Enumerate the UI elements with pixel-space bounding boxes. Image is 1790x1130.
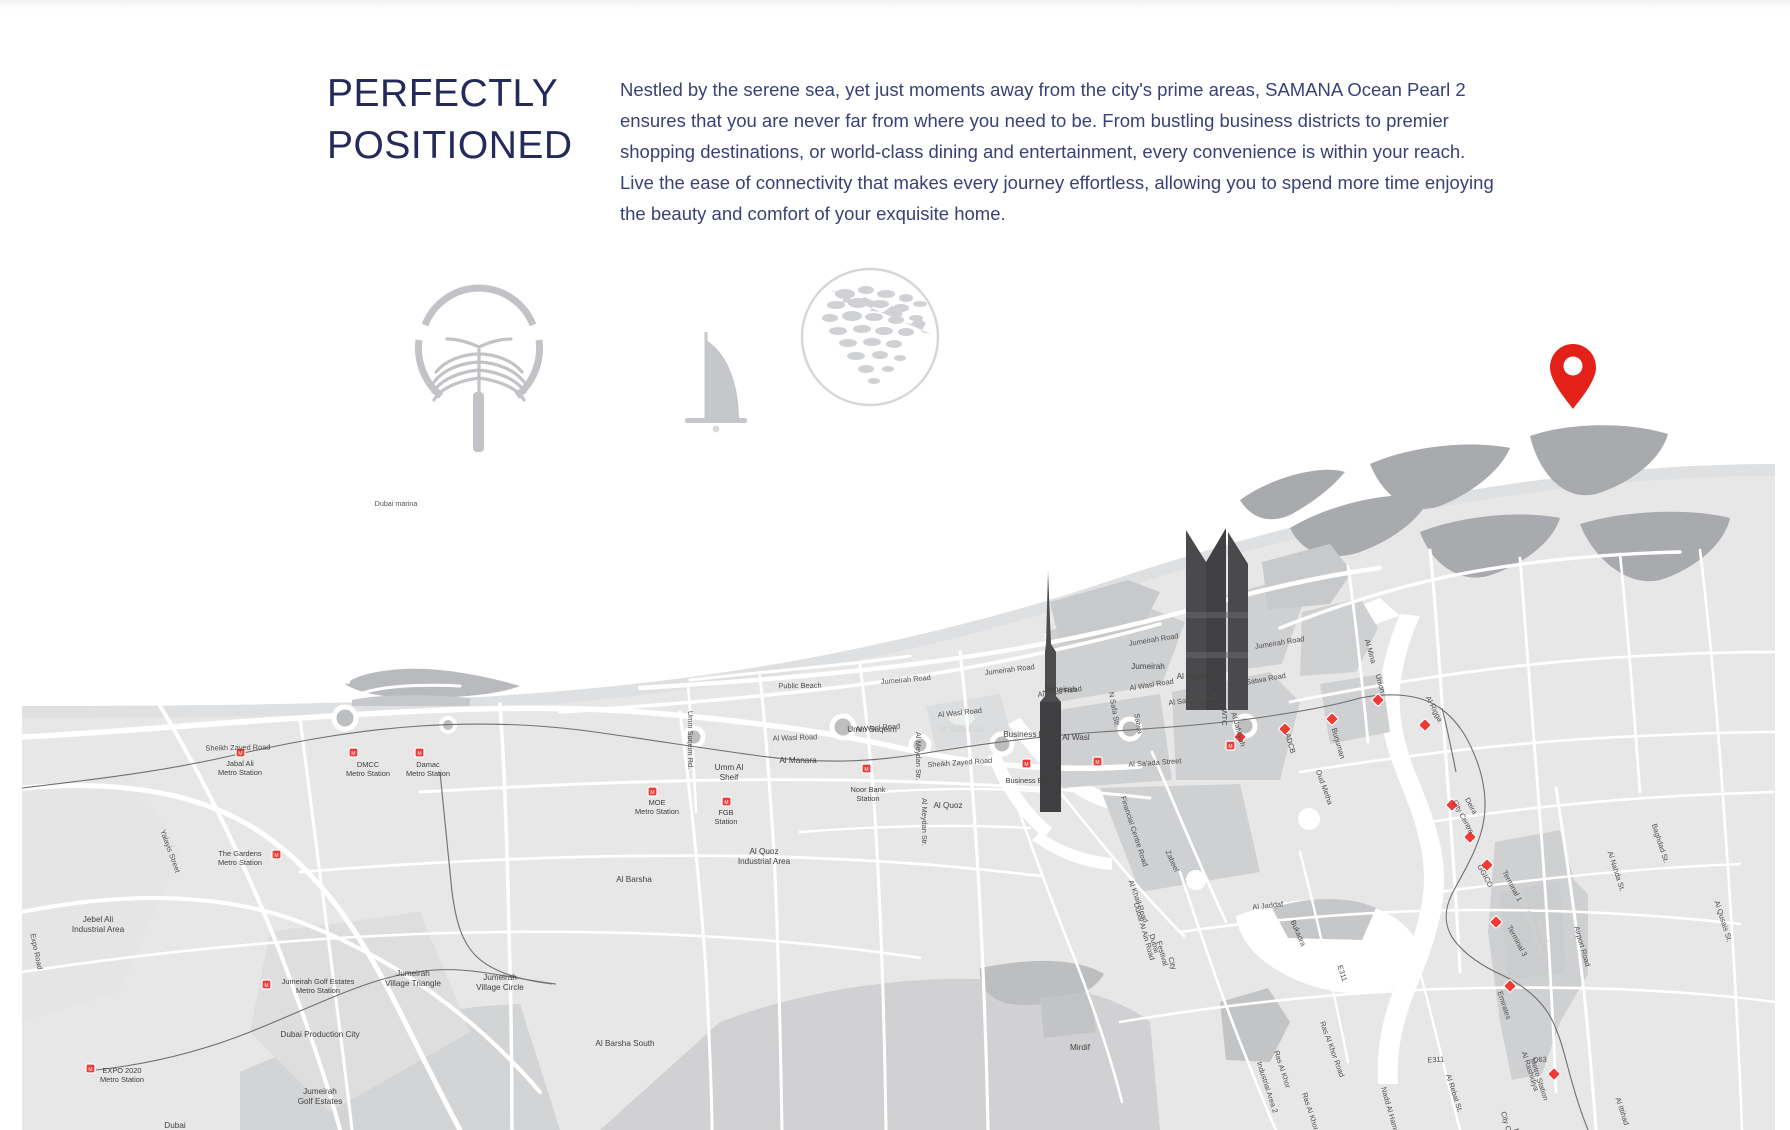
svg-text:EXPO 2020: EXPO 2020 [102, 1066, 141, 1075]
svg-text:FGB: FGB [718, 808, 733, 817]
svg-text:M: M [864, 767, 868, 773]
svg-text:Business Bay: Business Bay [1006, 776, 1051, 785]
the-world-islands-icon [800, 267, 940, 407]
svg-text:Metro Station: Metro Station [406, 769, 450, 778]
svg-text:Jebel Ali: Jebel Ali [83, 915, 114, 924]
svg-text:Al Sa'ada Street: Al Sa'ada Street [1128, 756, 1182, 769]
svg-text:MOE: MOE [649, 798, 666, 807]
svg-text:Station: Station [714, 817, 737, 826]
svg-text:Industrial Area: Industrial Area [72, 925, 125, 934]
palm-jumeirah-icon [414, 284, 544, 452]
svg-text:Dubai marina: Dubai marina [375, 499, 418, 508]
svg-text:Umm Al: Umm Al [715, 763, 744, 772]
svg-text:Al Quoz: Al Quoz [749, 847, 778, 856]
svg-text:Sheikh Zayed Road: Sheikh Zayed Road [205, 742, 270, 752]
svg-text:Golf Estates: Golf Estates [298, 1097, 343, 1106]
svg-text:Al Meydan Str.: Al Meydan Str. [920, 798, 929, 846]
svg-text:M: M [264, 983, 268, 989]
metro-red-line [22, 694, 1589, 1130]
svg-text:Noor Bank: Noor Bank [851, 785, 886, 794]
svg-text:M: M [274, 853, 278, 859]
svg-text:Dubai Production City: Dubai Production City [280, 1030, 360, 1039]
svg-text:Metro Station: Metro Station [635, 807, 679, 816]
svg-text:DMCC: DMCC [357, 760, 380, 769]
intro-paragraph: Nestled by the serene sea, yet just mome… [620, 79, 1494, 224]
svg-text:M: M [1228, 744, 1232, 750]
svg-text:Metro Station: Metro Station [346, 769, 390, 778]
svg-text:D63: D63 [1533, 1055, 1547, 1064]
svg-text:Umm Suqeim Rd.: Umm Suqeim Rd. [686, 711, 695, 769]
svg-text:Al Barsha South: Al Barsha South [595, 1039, 655, 1048]
svg-text:Umm Suqeim: Umm Suqeim [847, 725, 897, 734]
svg-text:Al Bada'a: Al Bada'a [1177, 672, 1212, 681]
svg-text:Public Beach: Public Beach [778, 681, 821, 691]
burj-khalifa-icon [1040, 571, 1061, 812]
svg-text:Business Bay: Business Bay [1003, 730, 1054, 739]
svg-text:M: M [417, 751, 421, 757]
svg-text:Jumeirah: Jumeirah [1043, 685, 1077, 694]
svg-text:Satwa: Satwa [1132, 713, 1145, 736]
metro-station-markers[interactable]: M M M M M [85, 693, 1561, 1081]
svg-text:Jumeirah Road: Jumeirah Road [880, 673, 931, 686]
svg-text:M: M [1024, 762, 1028, 768]
emirates-towers-icon [1186, 528, 1248, 710]
road-network [22, 548, 1775, 1130]
svg-text:Damac: Damac [416, 760, 440, 769]
svg-text:Al Manara: Al Manara [779, 756, 817, 765]
svg-text:Metro Station: Metro Station [296, 986, 340, 995]
svg-text:E311: E311 [1427, 1054, 1444, 1064]
svg-text:Jumeirah: Jumeirah [1131, 662, 1165, 671]
svg-text:Dubai: Dubai [164, 1121, 186, 1130]
svg-text:Jumeirah: Jumeirah [396, 969, 430, 978]
project-location-pin[interactable] [1550, 344, 1596, 409]
svg-text:Village Triangle: Village Triangle [385, 979, 441, 988]
svg-text:Al Wasl: Al Wasl [1062, 733, 1090, 742]
top-gradient-band [0, 0, 1790, 10]
svg-text:Metro Station: Metro Station [100, 1075, 144, 1084]
svg-text:Jumeirah Golf Estates: Jumeirah Golf Estates [282, 977, 355, 986]
land-mass [22, 425, 1775, 1130]
svg-text:Metro Station: Metro Station [218, 768, 262, 777]
svg-text:Al Wasl Road: Al Wasl Road [855, 721, 900, 733]
svg-text:M: M [351, 751, 355, 757]
page-title: PERFECTLY POSITIONED [327, 72, 573, 167]
svg-text:Al Safa Park: Al Safa Park [938, 724, 986, 734]
svg-text:Village Circle: Village Circle [476, 983, 524, 992]
svg-text:Jabal Ali: Jabal Ali [226, 759, 254, 768]
burj-al-arab-icon [685, 332, 747, 433]
svg-text:Al Quoz: Al Quoz [933, 801, 962, 810]
svg-text:Al Barsha: Al Barsha [616, 875, 652, 884]
svg-text:M: M [650, 790, 654, 796]
svg-text:M: M [238, 751, 242, 757]
svg-text:Station: Station [856, 794, 879, 803]
svg-text:M: M [88, 1067, 92, 1073]
svg-text:Metro Station: Metro Station [218, 858, 262, 867]
svg-text:Al Jaddaf: Al Jaddaf [1252, 899, 1285, 911]
svg-text:M: M [724, 800, 728, 806]
header-section: PERFECTLY POSITIONED Nestled by the sere… [0, 62, 1790, 242]
svg-text:Jumeirah: Jumeirah [303, 1087, 337, 1096]
dubai-map[interactable]: M M M M M [0, 232, 1790, 1130]
svg-text:City: City [1166, 956, 1178, 971]
svg-text:Industrial Area: Industrial Area [738, 857, 791, 866]
svg-text:Jumeirah: Jumeirah [483, 973, 517, 982]
svg-text:WTC: WTC [1220, 709, 1229, 726]
svg-text:Al Wasl Road: Al Wasl Road [773, 732, 818, 743]
svg-text:Mirdif: Mirdif [1070, 1043, 1091, 1052]
svg-text:Mirdif: Mirdif [1512, 1127, 1526, 1130]
svg-text:Sheif: Sheif [720, 773, 739, 782]
svg-text:M: M [1095, 760, 1099, 766]
svg-text:Al Meydan Str.: Al Meydan Str. [914, 732, 923, 780]
svg-text:The Gardens: The Gardens [218, 849, 261, 858]
